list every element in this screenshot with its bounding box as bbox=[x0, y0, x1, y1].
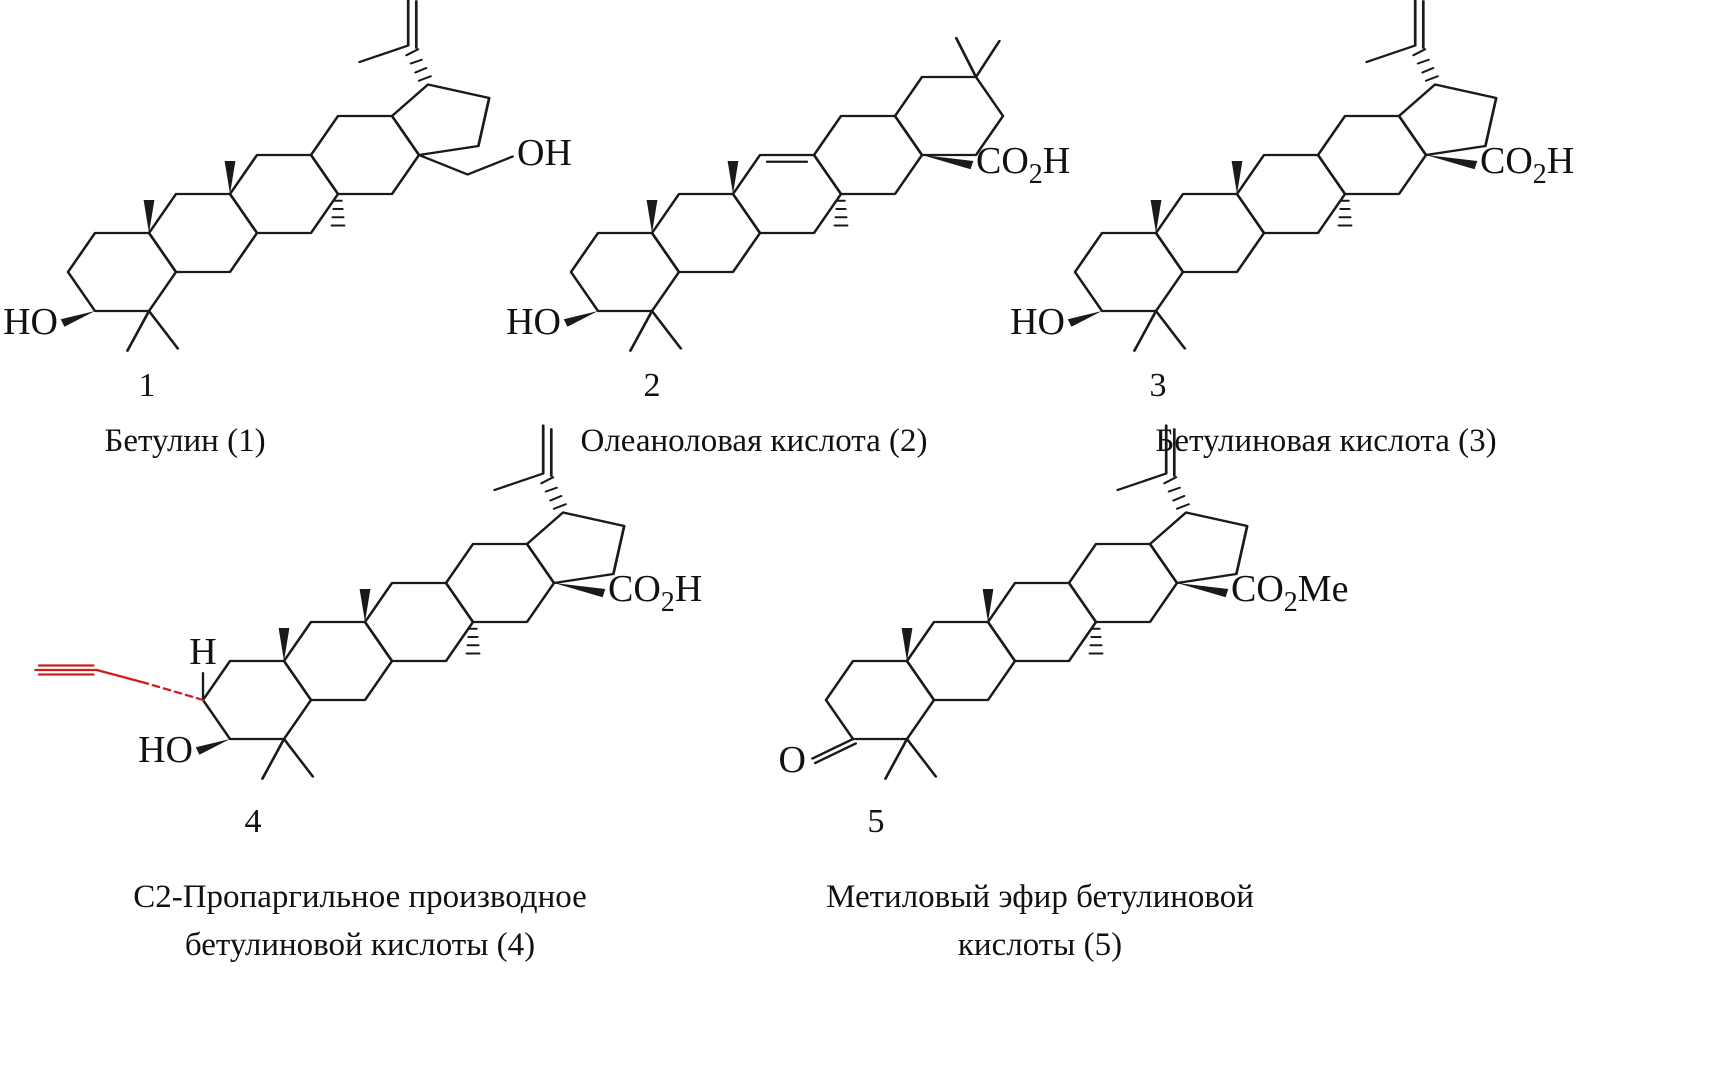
compound-number-4: 4 bbox=[245, 803, 262, 840]
label-ho: HO bbox=[138, 729, 193, 771]
label-ho: HO bbox=[1010, 301, 1065, 343]
caption-text: Олеаноловая кислота (2) bbox=[580, 423, 928, 459]
propargyl-group bbox=[34, 664, 205, 702]
label-stereo-h: H bbox=[189, 631, 216, 673]
caption-text: Бетулин (1) bbox=[104, 423, 266, 459]
label-oh: OH bbox=[517, 132, 572, 174]
structure-oleanolic-acid: HO CO2H 2 bbox=[506, 36, 1070, 404]
caption-betulinic-acid: Бетулиновая кислота (3) bbox=[1096, 418, 1556, 466]
caption-betulin: Бетулин (1) bbox=[30, 418, 340, 466]
caption-text-line2: кислоты (5) bbox=[957, 926, 1123, 963]
structure-betulin: HO OH 1 bbox=[3, 0, 572, 404]
compound-number-5: 5 bbox=[868, 803, 885, 840]
caption-propargyl-derivative: C2-Пропаргильное производное бетулиновой… bbox=[70, 874, 650, 970]
structure-propargyl-derivative: HO H CO2H 4 bbox=[34, 424, 702, 840]
label-ho: HO bbox=[3, 301, 58, 343]
caption-text-line2: бетулиновой кислоты (4) bbox=[184, 926, 536, 963]
compound-number-1: 1 bbox=[139, 367, 156, 404]
label-co2me: CO2Me bbox=[1231, 568, 1348, 618]
caption-oleanolic-acid: Олеаноловая кислота (2) bbox=[528, 418, 980, 466]
caption-text-line1: C2-Пропаргильное производное bbox=[133, 879, 587, 915]
compound-number-2: 2 bbox=[644, 367, 661, 404]
label-co2h: CO2H bbox=[608, 568, 702, 618]
hydroxymethyl-bond bbox=[417, 153, 514, 176]
caption-text: Бетулиновая кислота (3) bbox=[1155, 423, 1497, 459]
label-ketone-o: O bbox=[779, 739, 806, 781]
label-co2h: CO2H bbox=[1480, 140, 1574, 190]
compound-number-3: 3 bbox=[1150, 367, 1167, 404]
ketone-double-bond bbox=[811, 737, 858, 765]
caption-text-line1: Метиловый эфир бетулиновой bbox=[826, 879, 1254, 915]
structure-betulinic-acid: HO CO2H 3 bbox=[1010, 0, 1574, 404]
caption-methyl-ester: Метиловый эфир бетулиновой кислоты (5) bbox=[768, 874, 1312, 970]
label-co2h: CO2H bbox=[976, 140, 1070, 190]
label-ho: HO bbox=[506, 301, 561, 343]
structure-methyl-ester: O CO2Me 5 bbox=[779, 424, 1348, 840]
